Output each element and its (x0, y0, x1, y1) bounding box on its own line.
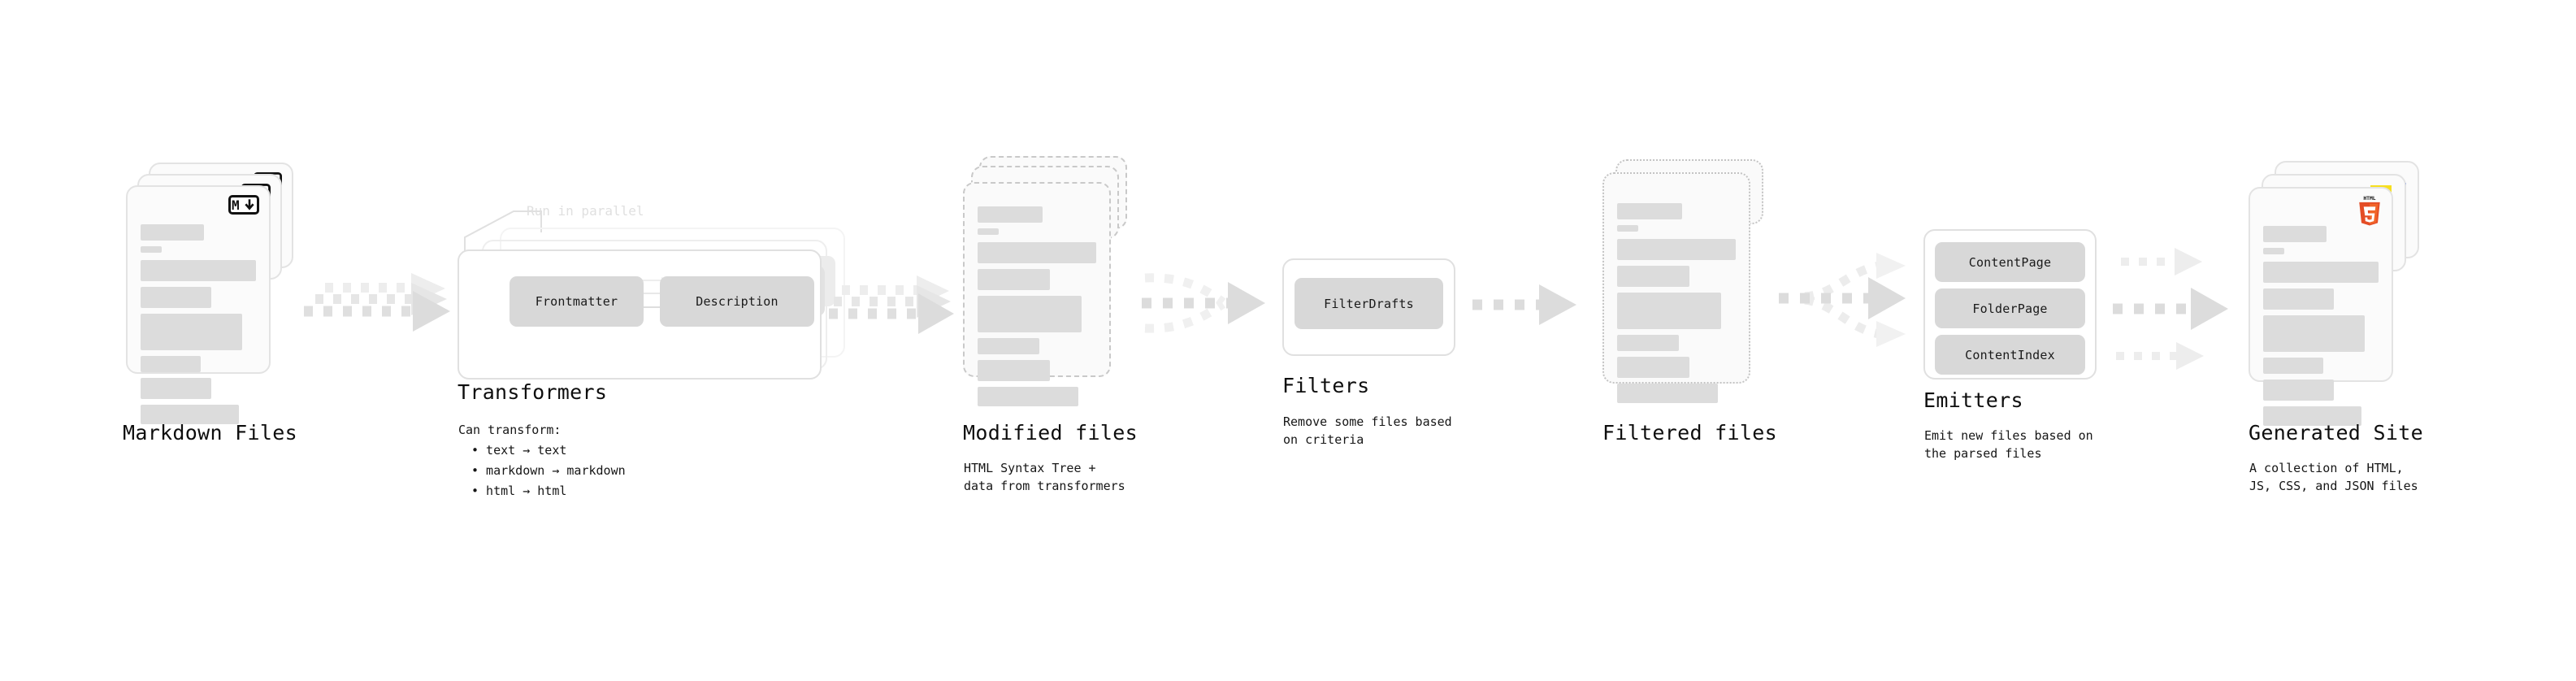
transformers-heading: Transformers (458, 380, 608, 404)
connector-filters-to-filtered (1472, 284, 1576, 325)
html5-glyph: HTML (2359, 196, 2380, 226)
emitters-subtext: Emit new files based on the parsed files (1924, 428, 2093, 461)
transformers-subtext-title: Can transform: (458, 423, 562, 437)
html5-icon: HTML (2356, 193, 2383, 229)
connector-filtered-to-emitters (1779, 253, 1906, 347)
filtered-files-heading: Filtered files (1602, 421, 1777, 445)
modified-skeleton-lines (978, 206, 1096, 412)
filtered-skeleton-lines (1617, 203, 1736, 409)
generated-card-html: HTML (2249, 187, 2393, 426)
generated-skeleton-lines (2263, 226, 2379, 432)
markdown-skeleton-lines (141, 224, 256, 430)
generated-site-subtext: A collection of HTML, JS, CSS, and JSON … (2249, 461, 2418, 493)
markdown-card-front: M (126, 185, 271, 424)
filtered-card-front (1602, 172, 1750, 403)
connector-transformers-to-modified (829, 275, 954, 334)
emitter-node-contentpage[interactable]: ContentPage (1935, 242, 2085, 282)
modified-files-subtext: HTML Syntax Tree + data from transformer… (964, 461, 1125, 493)
emitter-node-folderpage[interactable]: FolderPage (1935, 288, 2085, 328)
generated-site-heading: Generated Site (2249, 421, 2423, 445)
connector-markdown-to-transformers (304, 273, 450, 332)
transformers-subtext-item-0: • text → text (471, 443, 567, 458)
run-in-parallel-label: Run in parallel (527, 203, 644, 219)
transformers-subtext-item-2: • html → html (471, 484, 567, 498)
connector-modified-to-filters (1142, 273, 1265, 333)
markdown-files-heading: Markdown Files (123, 421, 297, 445)
modified-card-front (963, 182, 1111, 406)
filters-subtext: Remove some files based on criteria (1283, 414, 1452, 447)
markdown-icon: M (228, 195, 259, 215)
emitter-node-contentindex[interactable]: ContentIndex (1935, 335, 2085, 375)
connector-emitters-to-site (2113, 248, 2228, 370)
filters-heading: Filters (1282, 374, 1370, 397)
transformer-node-frontmatter[interactable]: Frontmatter (510, 276, 644, 327)
run-in-parallel-bracket (464, 210, 542, 260)
transformer-node-description[interactable]: Description (660, 276, 814, 327)
filter-node-filterdrafts[interactable]: FilterDrafts (1295, 278, 1443, 329)
modified-files-heading: Modified files (963, 421, 1138, 445)
transformers-subtext-item-1: • markdown → markdown (471, 463, 626, 478)
html5-badge-text: HTML (2363, 196, 2375, 202)
markdown-glyph: M (232, 198, 254, 212)
svg-text:M: M (232, 198, 240, 212)
emitters-heading: Emitters (1923, 388, 2023, 412)
